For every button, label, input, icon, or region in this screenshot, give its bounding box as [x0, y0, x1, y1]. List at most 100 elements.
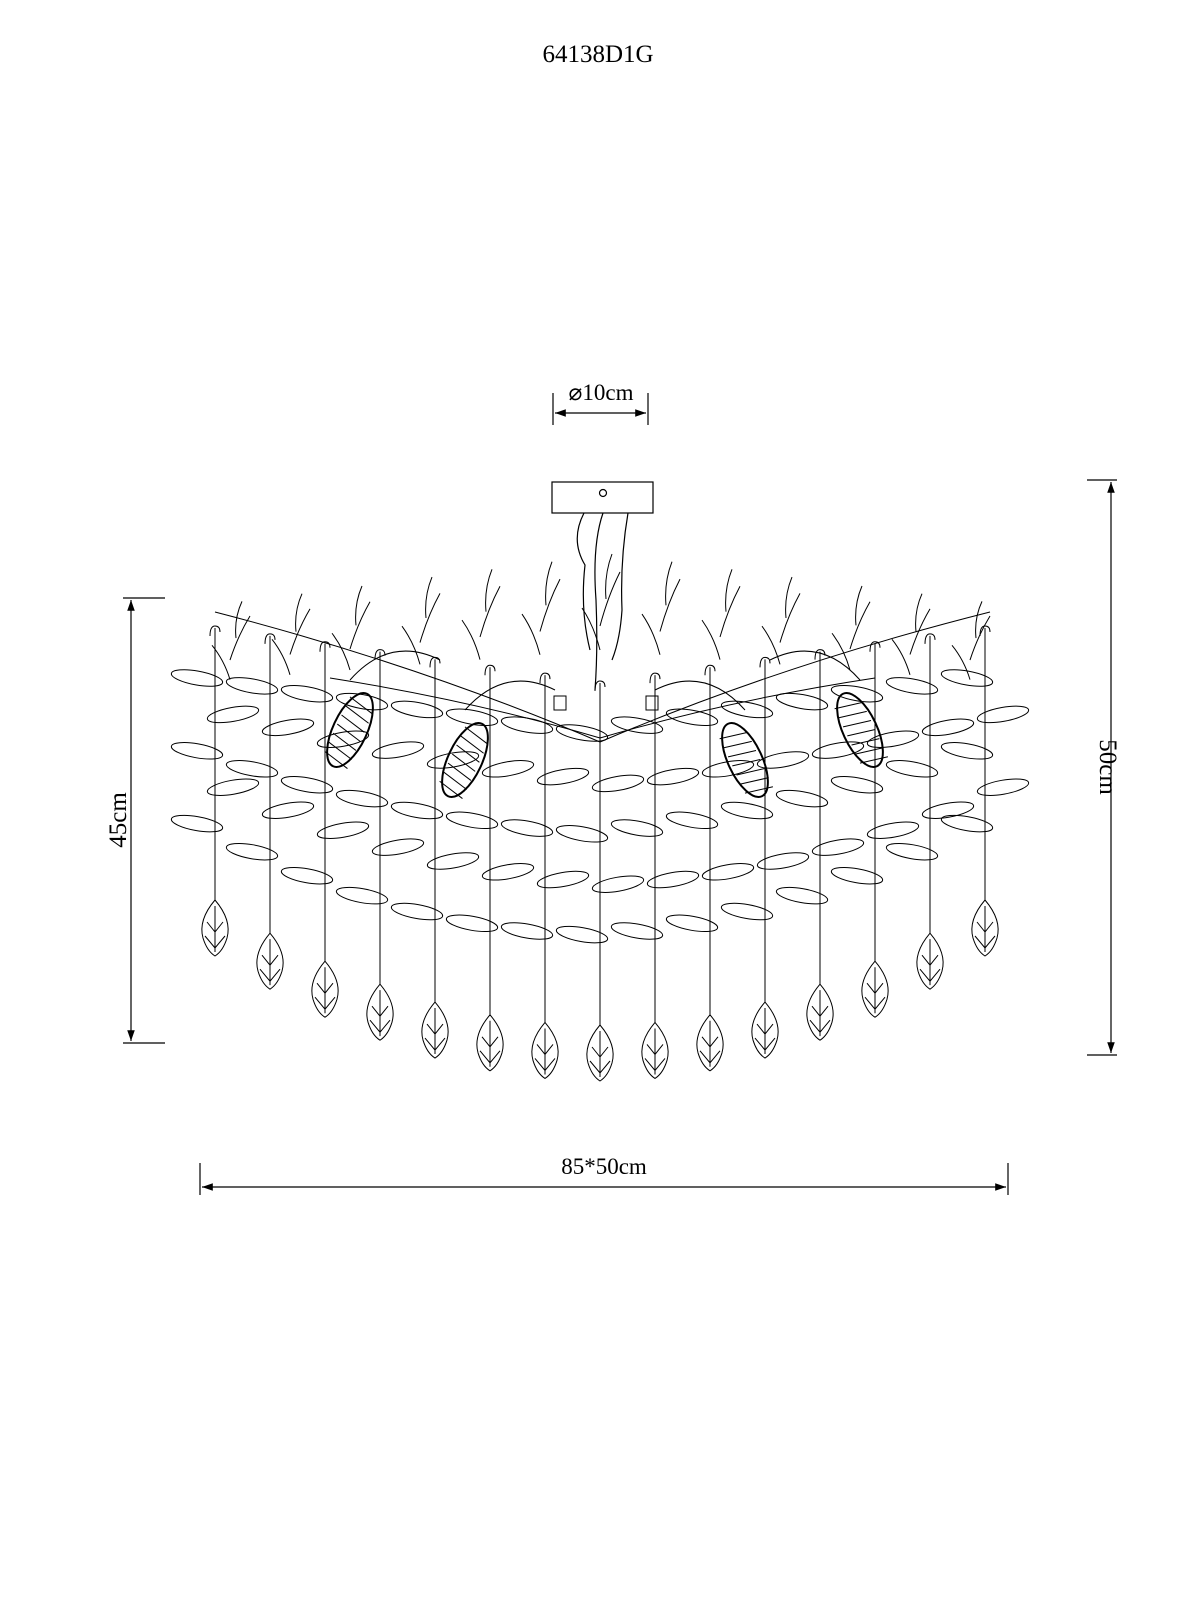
strand-hook — [209, 625, 221, 637]
strand-hook — [484, 664, 496, 676]
leaf-crystal — [665, 708, 719, 727]
lamp-cage-mesh — [439, 780, 463, 799]
leaf-crystal — [536, 767, 590, 786]
leaf-crystal — [225, 677, 279, 695]
teardrop-facets — [754, 1008, 776, 1055]
lamp-cage-mesh — [732, 759, 761, 767]
lamp-cage-mesh — [349, 696, 374, 715]
teardrop-facets — [534, 1028, 556, 1075]
teardrop-facets — [369, 990, 391, 1037]
width-depth-label: 85*50cm — [561, 1154, 647, 1179]
lamp-cage-mesh — [842, 719, 872, 728]
canopy-diameter-dimension: ⌀10cm — [552, 380, 649, 425]
teardrop-facets — [864, 967, 886, 1014]
leaf-crystal — [775, 886, 829, 905]
leaf-crystal — [390, 700, 444, 719]
teardrop-facets — [919, 939, 941, 986]
teardrop-crystal — [971, 899, 999, 957]
strand-hook — [924, 633, 936, 644]
strand-hook — [814, 649, 826, 660]
teardrop-crystal — [861, 960, 889, 1018]
leaf-crystal — [335, 886, 389, 905]
leaf-crystal — [426, 751, 480, 769]
teardrop-crystal — [751, 1001, 779, 1059]
leaf-crystal — [811, 838, 865, 856]
teardrop-crystal — [916, 932, 944, 990]
leaf-crystal — [481, 863, 535, 881]
lamp-cage-mesh — [740, 777, 769, 785]
leaf-crystal — [591, 875, 645, 893]
lamp-cage — [441, 722, 489, 798]
teardrop-facets — [699, 1020, 721, 1067]
leaf-crystal — [536, 870, 590, 889]
leaf-crystal — [555, 724, 609, 742]
leaf-crystal — [445, 914, 499, 933]
leaf-crystal — [610, 922, 664, 940]
leaf-crystal — [665, 914, 719, 933]
lamp-cage-mesh — [719, 731, 748, 740]
lamp-cage-mesh — [443, 771, 468, 790]
leaf-crystal — [500, 922, 554, 940]
strand-hook — [649, 672, 661, 684]
coral-branch — [401, 576, 441, 665]
leaf-crystal — [885, 677, 939, 695]
teardrop-crystal — [641, 1021, 669, 1080]
lamp-arm — [349, 650, 441, 681]
leaf-crystal — [426, 852, 480, 870]
teardrop-crystal — [531, 1021, 559, 1080]
lamp-cage-mesh — [464, 726, 489, 745]
lamp-cage-mesh — [452, 753, 476, 772]
leaf-crystal — [756, 852, 810, 870]
leaf-crystal — [610, 819, 664, 837]
leaf-crystal — [555, 825, 609, 843]
teardrop-facets — [259, 939, 281, 986]
lamp-cage — [721, 722, 769, 798]
teardrop-crystal — [806, 983, 834, 1041]
leaf-crystal — [830, 684, 884, 703]
teardrop-facets — [314, 967, 336, 1014]
leaf-crystal — [701, 760, 755, 778]
frame-arc-lower — [329, 677, 876, 739]
lamp-arm — [654, 680, 746, 711]
lamp-cage-mesh — [328, 741, 353, 760]
strand-hook — [374, 649, 386, 660]
leaf-crystal — [261, 718, 315, 737]
coral-branch — [831, 585, 871, 671]
leaf-crystal — [335, 789, 389, 808]
leaf-crystal — [811, 741, 865, 759]
leaf-crystal — [225, 842, 279, 861]
leaf-crystal — [371, 838, 425, 856]
ceiling-canopy — [551, 481, 654, 691]
teardrop-crystal — [366, 983, 394, 1041]
leaf-crystal — [390, 801, 444, 820]
lamp-cage — [326, 692, 374, 768]
chandelier-body — [170, 553, 1030, 1082]
lamp-cage-mesh — [744, 786, 774, 794]
lamp-cage-mesh — [324, 750, 348, 769]
coral-branch — [641, 561, 681, 655]
leaf-crystal — [646, 870, 700, 889]
leaf-crystal — [316, 730, 370, 748]
coral-branch — [521, 561, 561, 655]
leaf-crystal — [720, 801, 774, 820]
lamp-arm — [769, 650, 861, 681]
leaf-crystal — [830, 775, 884, 794]
lamp-cage-mesh — [341, 714, 365, 733]
coral-branch — [211, 601, 251, 680]
lamp-cage-mesh — [855, 747, 884, 755]
teardrop-crystal — [256, 932, 284, 990]
body-height-dimension: 45cm — [105, 597, 165, 1044]
teardrop-crystal — [586, 1024, 614, 1082]
teardrop-facets — [974, 906, 996, 952]
leaf-crystal — [646, 767, 700, 786]
leaf-crystal — [390, 902, 444, 921]
lamp-cage-mesh — [859, 756, 889, 764]
strand-hook — [319, 641, 331, 652]
coral-branch — [331, 585, 371, 671]
leaf-crystal — [720, 700, 774, 719]
leaf-crystal — [280, 684, 334, 703]
leaf-crystal — [225, 760, 279, 778]
teardrop-facets — [809, 990, 831, 1037]
coral-branch — [891, 593, 931, 675]
